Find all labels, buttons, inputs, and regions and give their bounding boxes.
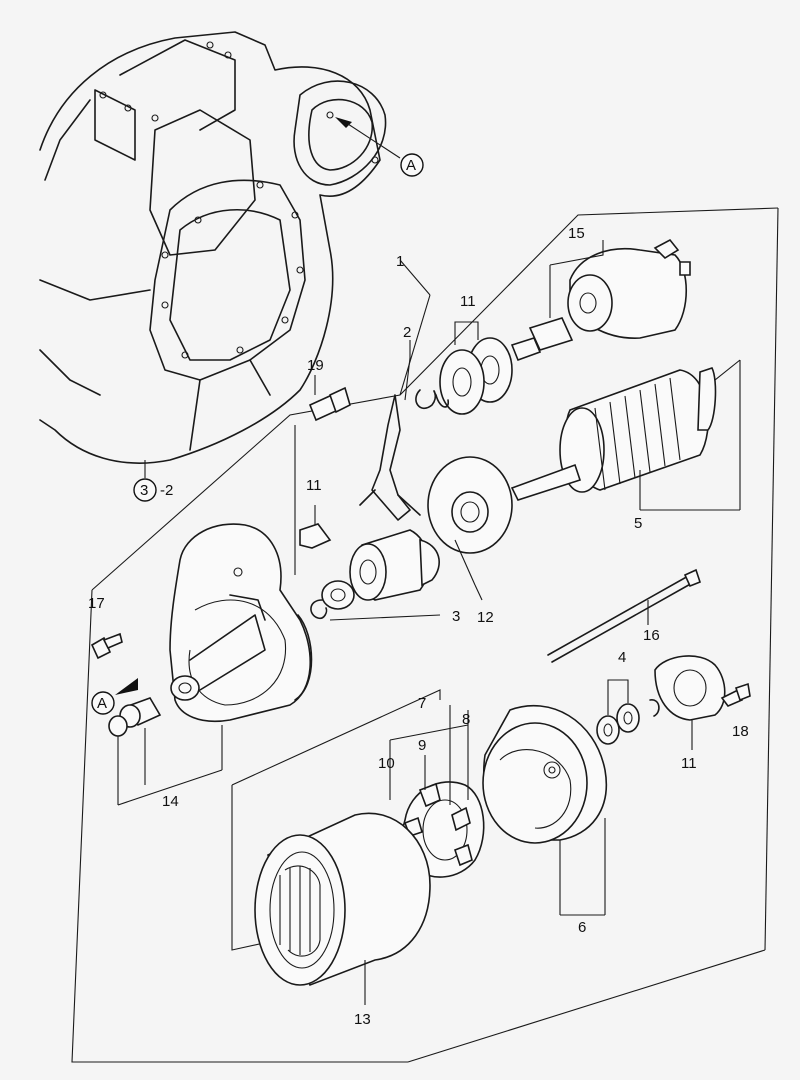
- label-11-top: 11: [460, 293, 476, 310]
- label-17: 17: [88, 595, 105, 612]
- pinion-gear: [349, 529, 440, 601]
- label-13: 13: [354, 1011, 371, 1028]
- label-15: 15: [568, 225, 585, 242]
- label-1: 1: [396, 253, 404, 270]
- yoke-field-coil: [254, 812, 431, 1005]
- brush-block: [299, 523, 332, 549]
- label-4: 4: [618, 649, 626, 666]
- label-3: 3: [452, 608, 460, 625]
- armature: [510, 367, 717, 501]
- assembly-frame: [71, 207, 779, 1063]
- drive-end-housing: [115, 523, 313, 723]
- solenoid-switch: [510, 238, 691, 362]
- bolt-19: [294, 375, 351, 575]
- through-bolt: [547, 568, 701, 663]
- label-18: 18: [732, 723, 749, 740]
- label-10: 10: [378, 755, 395, 772]
- label-16: 16: [643, 627, 660, 644]
- label-8: 8: [462, 711, 470, 728]
- label-12: 12: [477, 609, 494, 626]
- label-7: 7: [418, 695, 426, 712]
- rear-end-cover: [482, 705, 608, 916]
- label-2: 2: [403, 324, 411, 341]
- bolt-18: [720, 682, 751, 707]
- label-19: 19: [307, 357, 324, 374]
- label-6: 6: [578, 919, 586, 936]
- shift-lever: [359, 340, 450, 521]
- rear-bracket: [654, 655, 726, 750]
- leader-lines: [314, 470, 641, 621]
- ref-label-a-top: A: [406, 157, 416, 174]
- bushing: [108, 697, 223, 806]
- label-11-right: 11: [681, 755, 697, 772]
- snap-ring-collar: [310, 580, 355, 620]
- label-9: 9: [418, 737, 426, 754]
- label-5: 5: [634, 515, 642, 532]
- label-3-circled: 3: [140, 482, 148, 499]
- label-14: 14: [162, 793, 179, 810]
- washer-set: [596, 679, 660, 745]
- flywheel-housing: [39, 31, 401, 478]
- label-11-left: 11: [306, 477, 322, 494]
- ref-label-a-bottom: A: [97, 695, 107, 712]
- label-dash-2: -2: [160, 482, 173, 499]
- bolt-17: [90, 632, 123, 660]
- washer-pair-upper: [439, 321, 513, 415]
- part-labels: A 3 -2 A 1 15 11 2 19 11 5 16 12 3 17 4 …: [88, 153, 749, 1028]
- center-plate: [427, 456, 513, 554]
